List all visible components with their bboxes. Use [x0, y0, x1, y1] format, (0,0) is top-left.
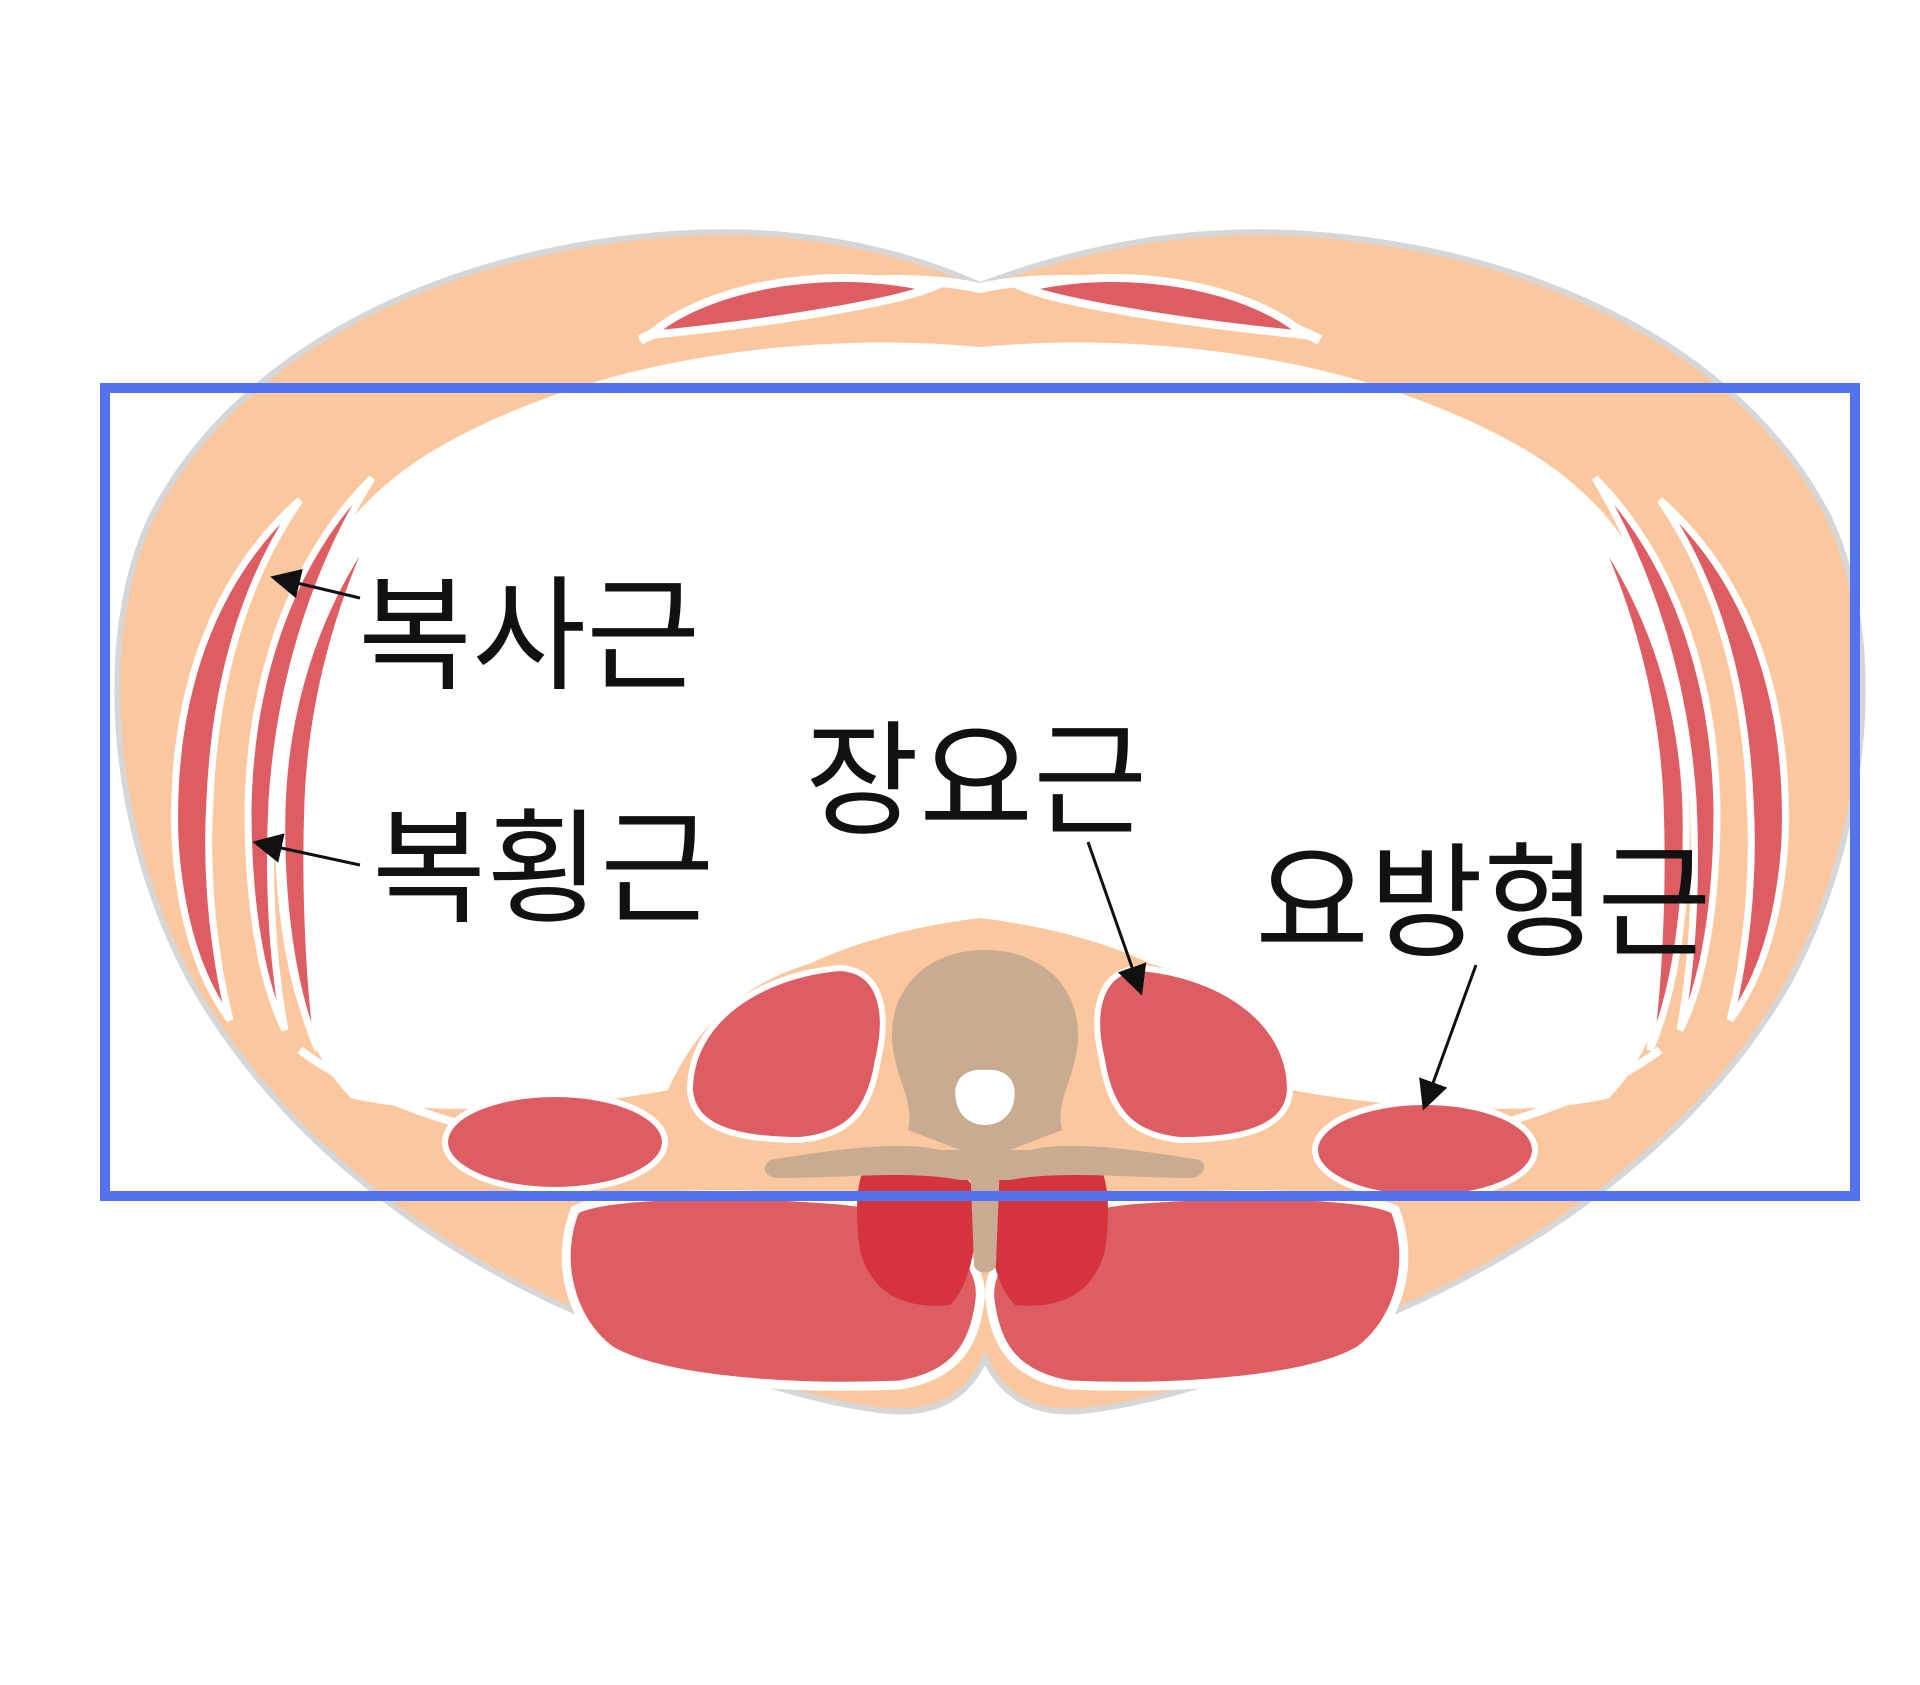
quadratus-lumborum-left	[442, 1091, 668, 1193]
label-oblique: 복사근	[358, 565, 701, 709]
quadratus-lumborum-right	[1312, 1099, 1538, 1201]
label-quadratus-lumborum: 요방형근	[1255, 832, 1712, 976]
vertebra-spinous-process	[970, 1160, 1000, 1273]
arrow-psoas	[1086, 841, 1147, 996]
rectus-abdominis-left	[638, 274, 944, 341]
psoas-right	[1094, 964, 1294, 1144]
transverse-abdominis-right	[1584, 517, 1690, 1052]
arrow-transverse	[252, 833, 361, 867]
rectus-abdominis-right	[1011, 274, 1317, 341]
highlight-box	[100, 383, 1860, 1201]
label-transverse-abdominis: 복횡근	[372, 798, 715, 942]
external-oblique-left	[171, 497, 303, 1023]
internal-oblique-right	[1591, 475, 1721, 1032]
arrow-quadratus-lumborum	[1419, 964, 1478, 1111]
spinal-canal	[955, 1069, 1015, 1125]
vertebra-body	[891, 950, 1079, 1150]
internal-oblique-left	[244, 475, 375, 1032]
psoas-left	[686, 964, 886, 1144]
label-psoas: 장요근	[805, 710, 1148, 854]
external-oblique-right	[1657, 497, 1789, 1023]
arrow-oblique	[270, 568, 361, 600]
transverse-abdominis-left	[278, 517, 384, 1052]
